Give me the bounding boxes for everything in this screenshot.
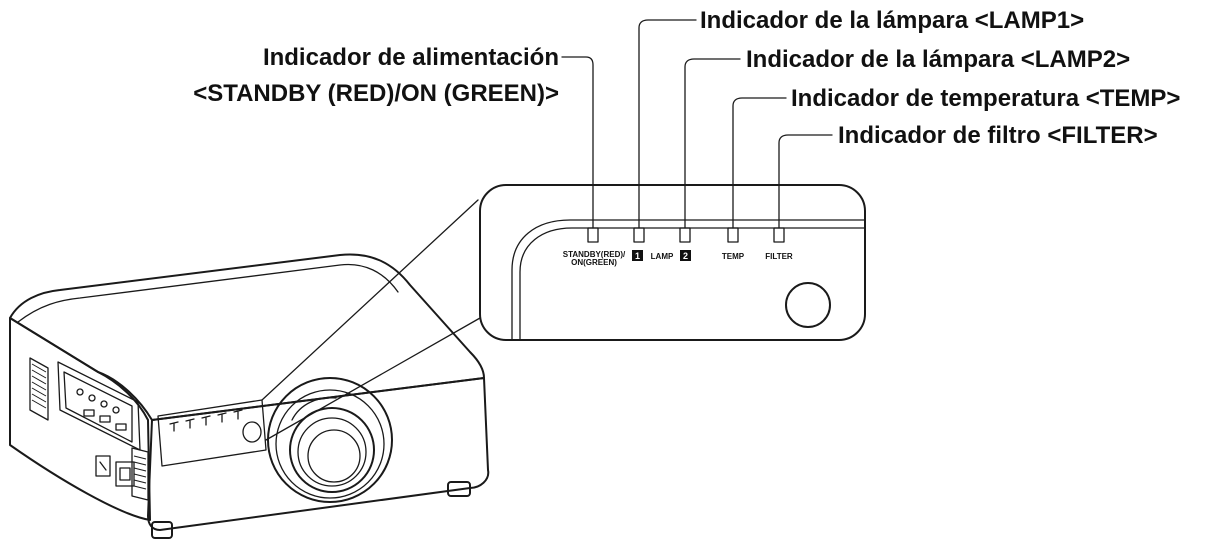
temp-leader bbox=[732, 97, 787, 229]
projector-left-face bbox=[9, 317, 151, 521]
standby-label-line2: ON(GREEN) bbox=[571, 258, 617, 267]
lamp1-callout: Indicador de la lámpara <LAMP1> bbox=[700, 7, 1084, 34]
front-right-foot bbox=[447, 481, 471, 497]
lamp1-led bbox=[633, 227, 645, 243]
filter-led bbox=[773, 227, 785, 243]
indicator-zoom-panel: STANDBY(RED)/ ON(GREEN) 1 LAMP 2 TEMP FI… bbox=[479, 184, 866, 341]
indicator-marks-on-projector bbox=[169, 409, 243, 432]
front-vent-grille bbox=[131, 447, 149, 501]
indicator-area-on-projector bbox=[157, 399, 267, 467]
side-terminal-inner bbox=[63, 371, 133, 443]
zoom-panel-round-button bbox=[785, 282, 831, 328]
zoom-panel-frame bbox=[479, 184, 866, 341]
projector-front-face bbox=[147, 377, 490, 531]
projector-top-edge bbox=[17, 263, 399, 323]
power-callout-line2: <STANDBY (RED)/ON (GREEN)> bbox=[193, 80, 559, 107]
lamp2-led bbox=[679, 227, 691, 243]
zoom-panel-edge-inner bbox=[519, 227, 866, 341]
zoom-connector-lines bbox=[261, 199, 481, 441]
power-inlet bbox=[95, 455, 135, 487]
projector-small-button bbox=[242, 421, 262, 443]
lens-assembly bbox=[267, 377, 393, 503]
temp-callout: Indicador de temperatura <TEMP> bbox=[791, 85, 1180, 112]
lamp1-badge: 1 bbox=[635, 251, 640, 261]
temp-led bbox=[727, 227, 739, 243]
front-left-foot bbox=[151, 521, 173, 539]
lamp2-badge: 2 bbox=[683, 251, 688, 261]
zoom-panel-edge-outer bbox=[511, 219, 866, 341]
lamp1-badge-bg bbox=[632, 250, 643, 261]
projector-body bbox=[9, 253, 490, 539]
filter-leader bbox=[778, 134, 833, 229]
lamp2-callout: Indicador de la lámpara <LAMP2> bbox=[746, 46, 1130, 73]
side-vent-grille bbox=[29, 357, 49, 421]
filter-callout: Indicador de filtro <FILTER> bbox=[838, 122, 1158, 149]
temp-label: TEMP bbox=[722, 252, 745, 261]
standby-label-line1: STANDBY(RED)/ bbox=[563, 250, 626, 259]
leader-lines bbox=[561, 19, 833, 229]
lamp2-leader bbox=[684, 58, 741, 229]
projector-top-surface bbox=[9, 253, 485, 421]
power-leader bbox=[561, 56, 594, 229]
lamp2-badge-bg bbox=[680, 250, 691, 261]
filter-label: FILTER bbox=[765, 252, 793, 261]
standby-on-led bbox=[587, 227, 599, 243]
lamp-label: LAMP bbox=[651, 252, 674, 261]
lamp1-leader bbox=[638, 19, 697, 229]
power-callout-line1: Indicador de alimentación bbox=[263, 44, 559, 71]
side-terminal-connectors bbox=[76, 388, 127, 431]
